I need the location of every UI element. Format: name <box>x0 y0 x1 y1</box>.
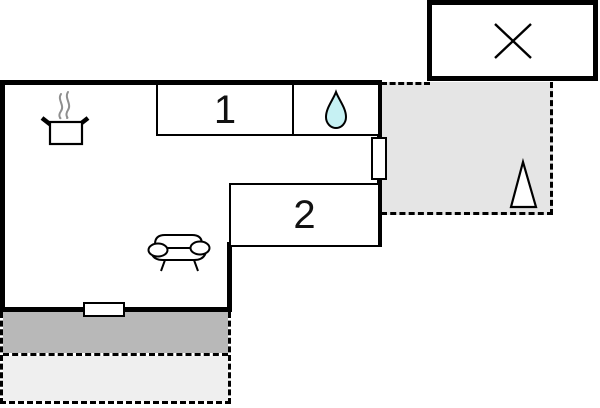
crossed-lines-icon <box>493 22 532 59</box>
room-2: 2 <box>229 183 380 247</box>
tree-icon <box>509 158 538 209</box>
bathroom <box>292 83 380 136</box>
right-wall-door <box>371 137 387 180</box>
wall-step <box>227 242 232 310</box>
room-1: 1 <box>156 83 294 136</box>
water-drop-icon <box>324 88 348 129</box>
terrace-top-dashed-border <box>381 82 430 85</box>
bottom-patio <box>0 312 231 404</box>
terrace-area <box>381 82 553 215</box>
wall-left <box>0 80 5 312</box>
cooking-pot-icon <box>40 91 90 146</box>
bottom-wall-door <box>83 302 125 317</box>
sofa-icon <box>147 234 211 272</box>
patio-divider-dashed <box>3 353 228 356</box>
patio-open-area <box>3 356 228 401</box>
room-1-label: 1 <box>213 87 237 132</box>
room-2-label: 2 <box>293 193 316 237</box>
patio-covered-area <box>3 312 228 353</box>
wall-top <box>0 80 382 85</box>
annex-box <box>427 0 598 81</box>
